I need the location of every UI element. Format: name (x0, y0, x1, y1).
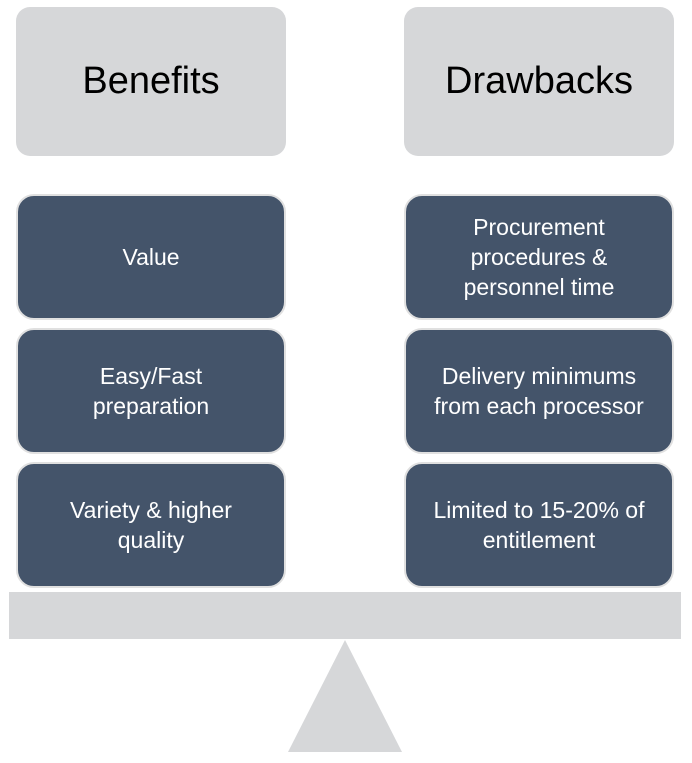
drawback-item-label: Limited to 15-20% of entitlement (433, 497, 645, 553)
drawback-item-label: Procurement procedures & personnel time (463, 214, 615, 300)
drawback-item: Delivery minimums from each processor (404, 328, 674, 454)
benefit-item: Variety & higher quality (16, 462, 286, 588)
drawback-item: Limited to 15-20% of entitlement (404, 462, 674, 588)
benefit-item-label: Variety & higher quality (70, 497, 232, 553)
benefit-item-label: Easy/Fast preparation (92, 363, 210, 419)
drawbacks-header: Drawbacks (404, 7, 674, 156)
benefits-header: Benefits (16, 7, 286, 156)
drawback-item: Procurement procedures & personnel time (404, 194, 674, 320)
balance-beam (9, 592, 681, 639)
benefit-item-label: Value (122, 244, 180, 270)
drawback-item-label: Delivery minimums from each processor (434, 363, 644, 419)
benefit-item: Value (16, 194, 286, 320)
benefit-item: Easy/Fast preparation (16, 328, 286, 454)
fulcrum-triangle (288, 640, 402, 752)
